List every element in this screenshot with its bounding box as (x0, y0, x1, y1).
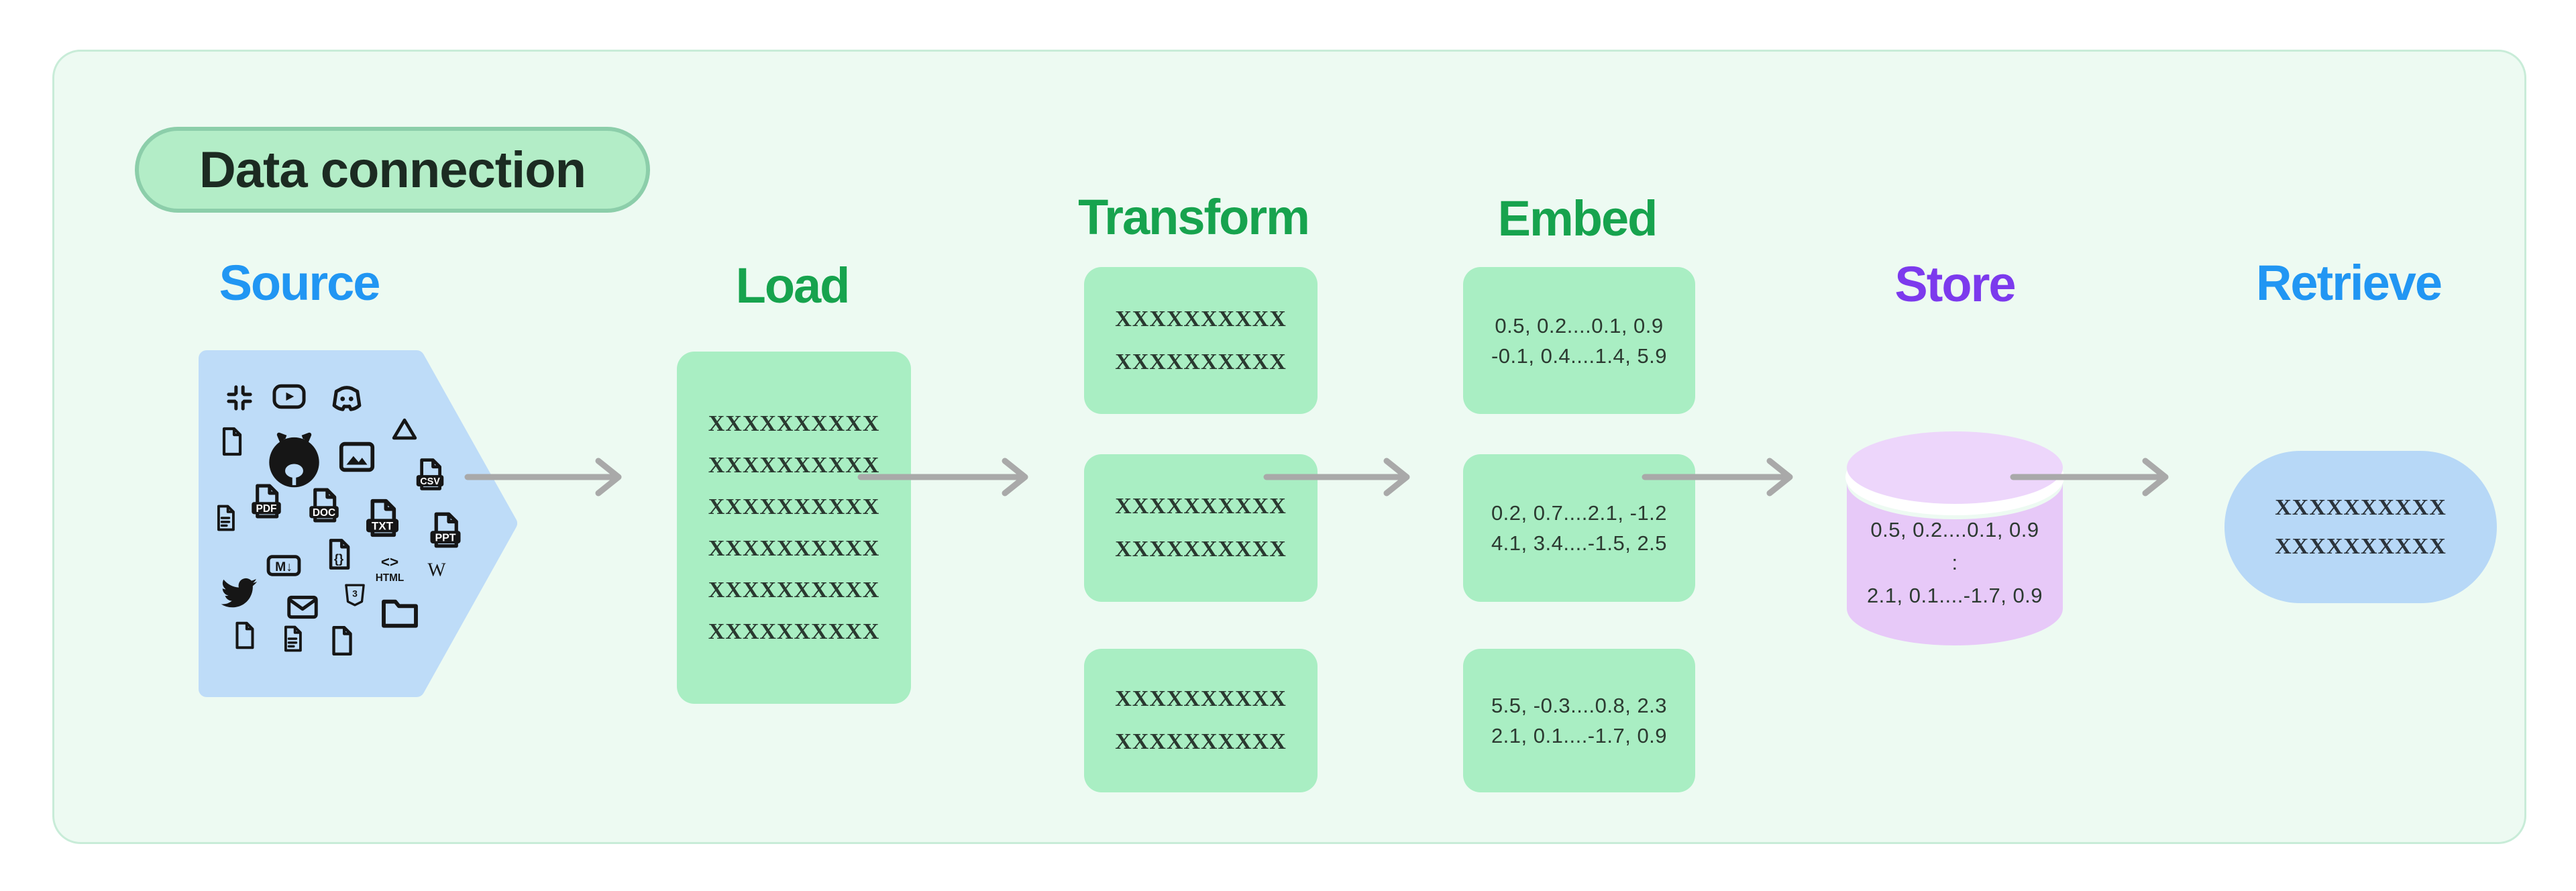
file-icon (215, 425, 248, 458)
file-icon (325, 624, 358, 658)
css3-icon: 3 (341, 581, 369, 609)
embed-box-1: 0.5, 0.2....0.1, 0.9 -0.1, 0.4....1.4, 5… (1463, 267, 1695, 414)
file-text-icon (278, 624, 307, 653)
embed-vector: 0.2, 0.7....2.1, -1.2 (1491, 501, 1668, 525)
svg-text:{}: {} (334, 552, 343, 566)
svg-text:PPT: PPT (435, 533, 455, 544)
diagram-title: Data connection (199, 141, 586, 199)
folder-icon (378, 592, 421, 635)
svg-text:TXT: TXT (372, 520, 394, 533)
stage-header-embed: Embed (1497, 191, 1658, 246)
wikipedia-icon: W (421, 553, 452, 584)
load-line: XXXXXXXXXX (708, 619, 880, 644)
json-file-icon: {} (321, 537, 356, 572)
pdf-file-icon: PDF (247, 482, 286, 521)
transform-line: XXXXXXXXXX (1115, 306, 1287, 331)
file-icon (229, 620, 260, 651)
svg-text:M↓: M↓ (275, 560, 292, 574)
image-icon (336, 436, 378, 478)
svg-text:DOC: DOC (313, 507, 335, 519)
load-line: XXXXXXXXXX (708, 535, 880, 561)
svg-text:<>: <> (381, 554, 398, 570)
store-ellipsis: : (1951, 551, 1958, 574)
transform-box-3: XXXXXXXXXX XXXXXXXXXX (1084, 649, 1318, 792)
transform-line: XXXXXXXXXX (1115, 494, 1287, 519)
stage-header-source: Source (219, 255, 381, 311)
svg-text:W: W (427, 560, 446, 581)
transform-line: XXXXXXXXXX (1115, 729, 1287, 754)
embed-vector: 5.5, -0.3....0.8, 2.3 (1491, 694, 1668, 717)
load-line: XXXXXXXXXX (708, 577, 880, 602)
html-icon: <> HTML (372, 550, 408, 586)
database-cylinder-icon (1845, 431, 2064, 645)
file-text-icon (211, 503, 240, 533)
embed-vector: -0.1, 0.4....1.4, 5.9 (1491, 344, 1668, 368)
youtube-icon (271, 378, 307, 415)
load-line: XXXXXXXXXX (708, 452, 880, 478)
twitter-icon (217, 570, 262, 615)
csv-file-icon: CSV (412, 456, 448, 492)
transform-line: XXXXXXXXXX (1115, 537, 1287, 562)
embed-vector: 0.5, 0.2....0.1, 0.9 (1495, 313, 1664, 337)
embed-box-3: 5.5, -0.3....0.8, 2.3 2.1, 0.1....-1.7, … (1463, 649, 1695, 792)
stage-header-transform: Transform (1078, 189, 1310, 245)
diagram-container: Data connection Source Load Transform Em… (52, 50, 2526, 844)
svg-text:PDF: PDF (256, 503, 277, 515)
stage-header-retrieve: Retrieve (2255, 255, 2443, 311)
email-icon (284, 589, 321, 625)
embed-vector: 2.1, 0.1....-1.7, 0.9 (1491, 724, 1668, 747)
transform-line: XXXXXXXXXX (1115, 349, 1287, 374)
load-box: XXXXXXXXXX XXXXXXXXXX XXXXXXXXXX XXXXXXX… (677, 352, 911, 704)
source-shape: CSV PDF DOC TXT PPT M↓ {} <> HTML W 3 (199, 350, 517, 697)
load-line: XXXXXXXXXX (708, 411, 880, 436)
slack-icon (224, 382, 255, 413)
transform-line: XXXXXXXXXX (1115, 686, 1287, 711)
svg-text:CSV: CSV (420, 476, 440, 487)
markdown-icon: M↓ (264, 546, 303, 585)
ppt-file-icon: PPT (425, 510, 466, 550)
transform-box-2: XXXXXXXXXX XXXXXXXXXX (1084, 454, 1318, 602)
store-values: 0.5, 0.2....0.1, 0.9 : 2.1, 0.1....-1.7,… (1845, 513, 2064, 612)
google-drive-icon (388, 414, 421, 448)
load-line: XXXXXXXXXX (708, 494, 880, 519)
stage-header-store: Store (1894, 256, 2016, 312)
retrieve-pill: XXXXXXXXXX XXXXXXXXXX (2224, 451, 2497, 603)
svg-text:3: 3 (352, 588, 358, 599)
txt-file-icon: TXT (361, 496, 404, 539)
discord-icon (327, 378, 366, 417)
transform-box-1: XXXXXXXXXX XXXXXXXXXX (1084, 267, 1318, 414)
store-cylinder (1845, 425, 2064, 653)
stage-header-load: Load (735, 258, 851, 313)
retrieve-line: XXXXXXXXXX (2275, 494, 2447, 520)
svg-text:HTML: HTML (376, 572, 404, 584)
doc-file-icon: DOC (305, 486, 343, 525)
embed-vector: 4.1, 3.4....-1.5, 2.5 (1491, 531, 1668, 555)
store-vector: 2.1, 0.1....-1.7, 0.9 (1866, 584, 2043, 607)
retrieve-line: XXXXXXXXXX (2275, 533, 2447, 559)
store-vector: 0.5, 0.2....0.1, 0.9 (1870, 518, 2039, 541)
embed-box-2: 0.2, 0.7....2.1, -1.2 4.1, 3.4....-1.5, … (1463, 454, 1695, 602)
title-badge: Data connection (135, 127, 650, 213)
